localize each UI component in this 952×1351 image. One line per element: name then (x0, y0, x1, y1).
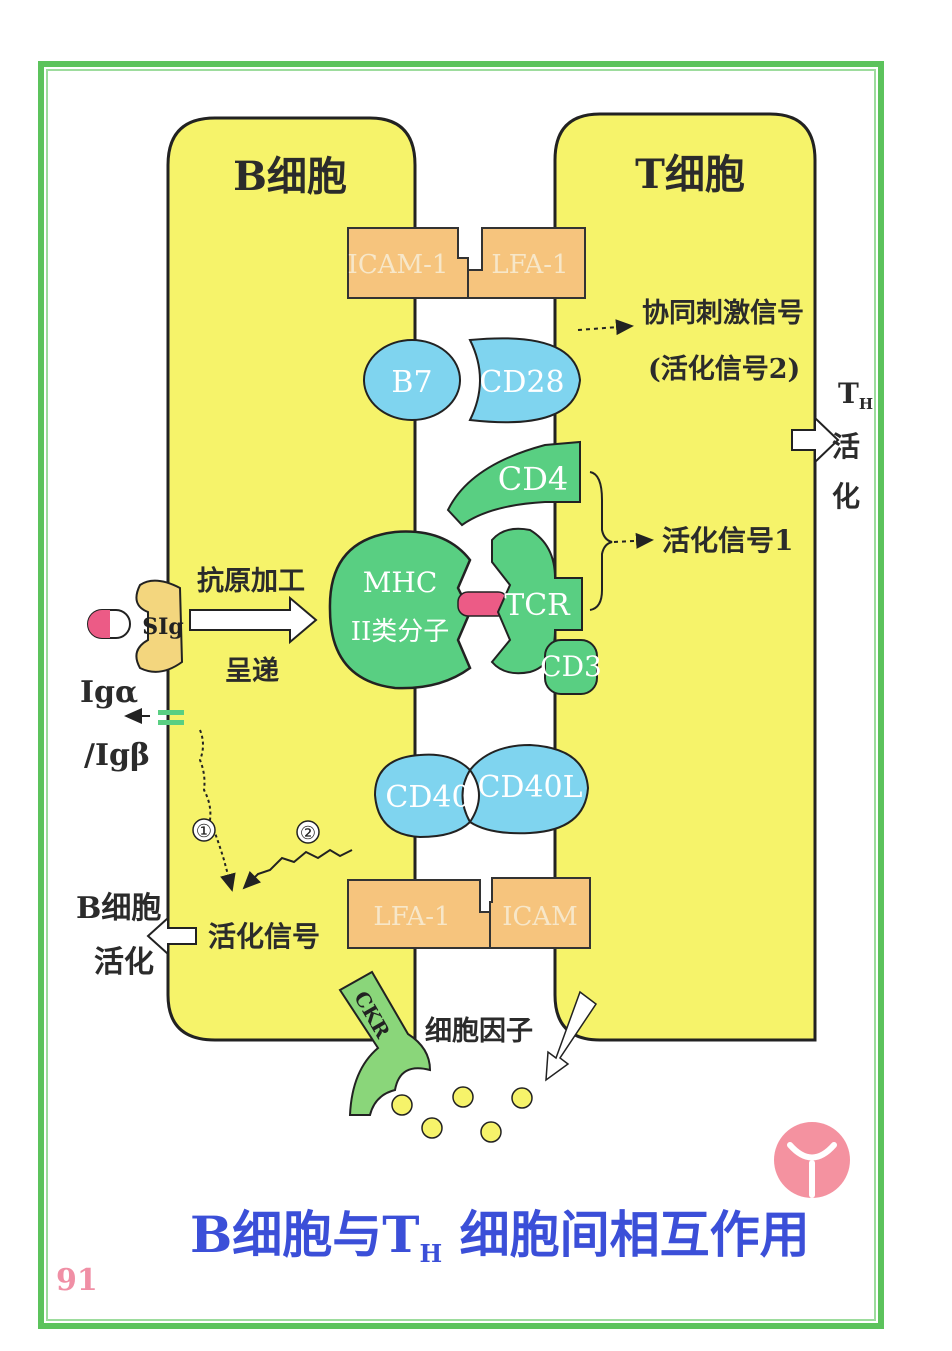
icam-bottom-label: ICAM (502, 902, 578, 932)
ckr-receptor (338, 970, 432, 1116)
cd28-molecule (468, 337, 582, 424)
b7-label: B7 (391, 365, 432, 400)
mhc-molecule (328, 530, 472, 690)
signal1-brace (589, 471, 613, 611)
iga-igb-marker-1 (158, 710, 184, 715)
cd3-molecule (544, 639, 598, 695)
cd28-label: CD28 (479, 365, 564, 400)
icam-top-label: ICAM-1 (348, 250, 449, 280)
antigen-processing-label-2: 呈递 (225, 655, 279, 687)
th-activation-1: 活 (832, 430, 860, 463)
th-activation-arrow (791, 415, 840, 465)
page-number: 91 (56, 1263, 98, 1298)
sig-receptor (135, 579, 184, 673)
b-activation-arrow (146, 915, 197, 957)
b7-molecule (363, 339, 461, 421)
th-label: TH (838, 377, 873, 413)
cd40-molecule (373, 753, 472, 839)
antigen-processing-label-1: 抗原加工 (197, 565, 305, 597)
cd3-label: CD3 (540, 650, 602, 683)
lfa-top-block (467, 227, 586, 299)
pathway-2-number: ② (300, 823, 316, 844)
cd4-molecule (446, 440, 581, 527)
iga-igb-marker-2 (158, 720, 184, 725)
mhc-label-1: MHC (363, 566, 438, 599)
pathway-1-arrow (198, 729, 236, 892)
cytokine-label: 细胞因子 (425, 1015, 533, 1047)
costim-label-1: 协同刺激信号 (642, 297, 804, 329)
icam-top-block (347, 227, 469, 299)
iga-label: Igα (80, 675, 138, 710)
antigen-capsule-half (88, 610, 110, 638)
lfa-top-label: LFA-1 (491, 250, 568, 280)
pathway-2-arrow (242, 848, 353, 890)
mhc-label-2: II类分子 (351, 617, 450, 647)
cytokine-dot (421, 1117, 443, 1139)
cytokine-dot (452, 1086, 474, 1108)
diagram-title: B细胞与TH 细胞间相互作用 (190, 1205, 810, 1268)
costim-label-2: (活化信号2) (648, 354, 800, 385)
t-cell-body (553, 112, 817, 1042)
cd40l-molecule (468, 743, 590, 835)
pathway-2-circle (296, 820, 320, 844)
cytokine-dot (480, 1121, 502, 1143)
th-activation-2: 化 (832, 480, 860, 513)
tcr-label: TCR (504, 588, 571, 623)
antigen-processing-arrow (189, 595, 318, 645)
cytokine-dot (511, 1087, 533, 1109)
pathway-1-circle (192, 818, 216, 842)
t-cell-label: T细胞 (635, 151, 745, 198)
b-activation-label-2: 活化 (94, 945, 154, 980)
sig-label: SIg (142, 614, 184, 640)
cd4-label: CD4 (498, 460, 569, 498)
b-cell-label: B细胞 (233, 153, 347, 200)
signal1-arrow (613, 532, 654, 549)
cd40l-label: CD40L (477, 770, 582, 805)
signal1-label: 活化信号1 (662, 524, 793, 557)
igb-label: /Igβ (84, 738, 150, 773)
logo-emblem (774, 1122, 850, 1198)
activation-signal-label: 活化信号 (208, 920, 320, 953)
cd40-label: CD40 (385, 780, 470, 815)
cytokine-release-arrow (545, 990, 598, 1082)
b-cell-body (166, 116, 417, 1042)
lfa-bottom-label: LFA-1 (373, 902, 450, 932)
cytokine-dot (391, 1094, 413, 1116)
icam-bottom-block (489, 877, 591, 949)
inner-frame (46, 69, 876, 1321)
b-activation-label-1: B细胞 (76, 891, 161, 926)
pathway-1-number: ① (196, 821, 212, 842)
tcr-molecule (490, 527, 583, 675)
costim-arrow (577, 319, 634, 336)
